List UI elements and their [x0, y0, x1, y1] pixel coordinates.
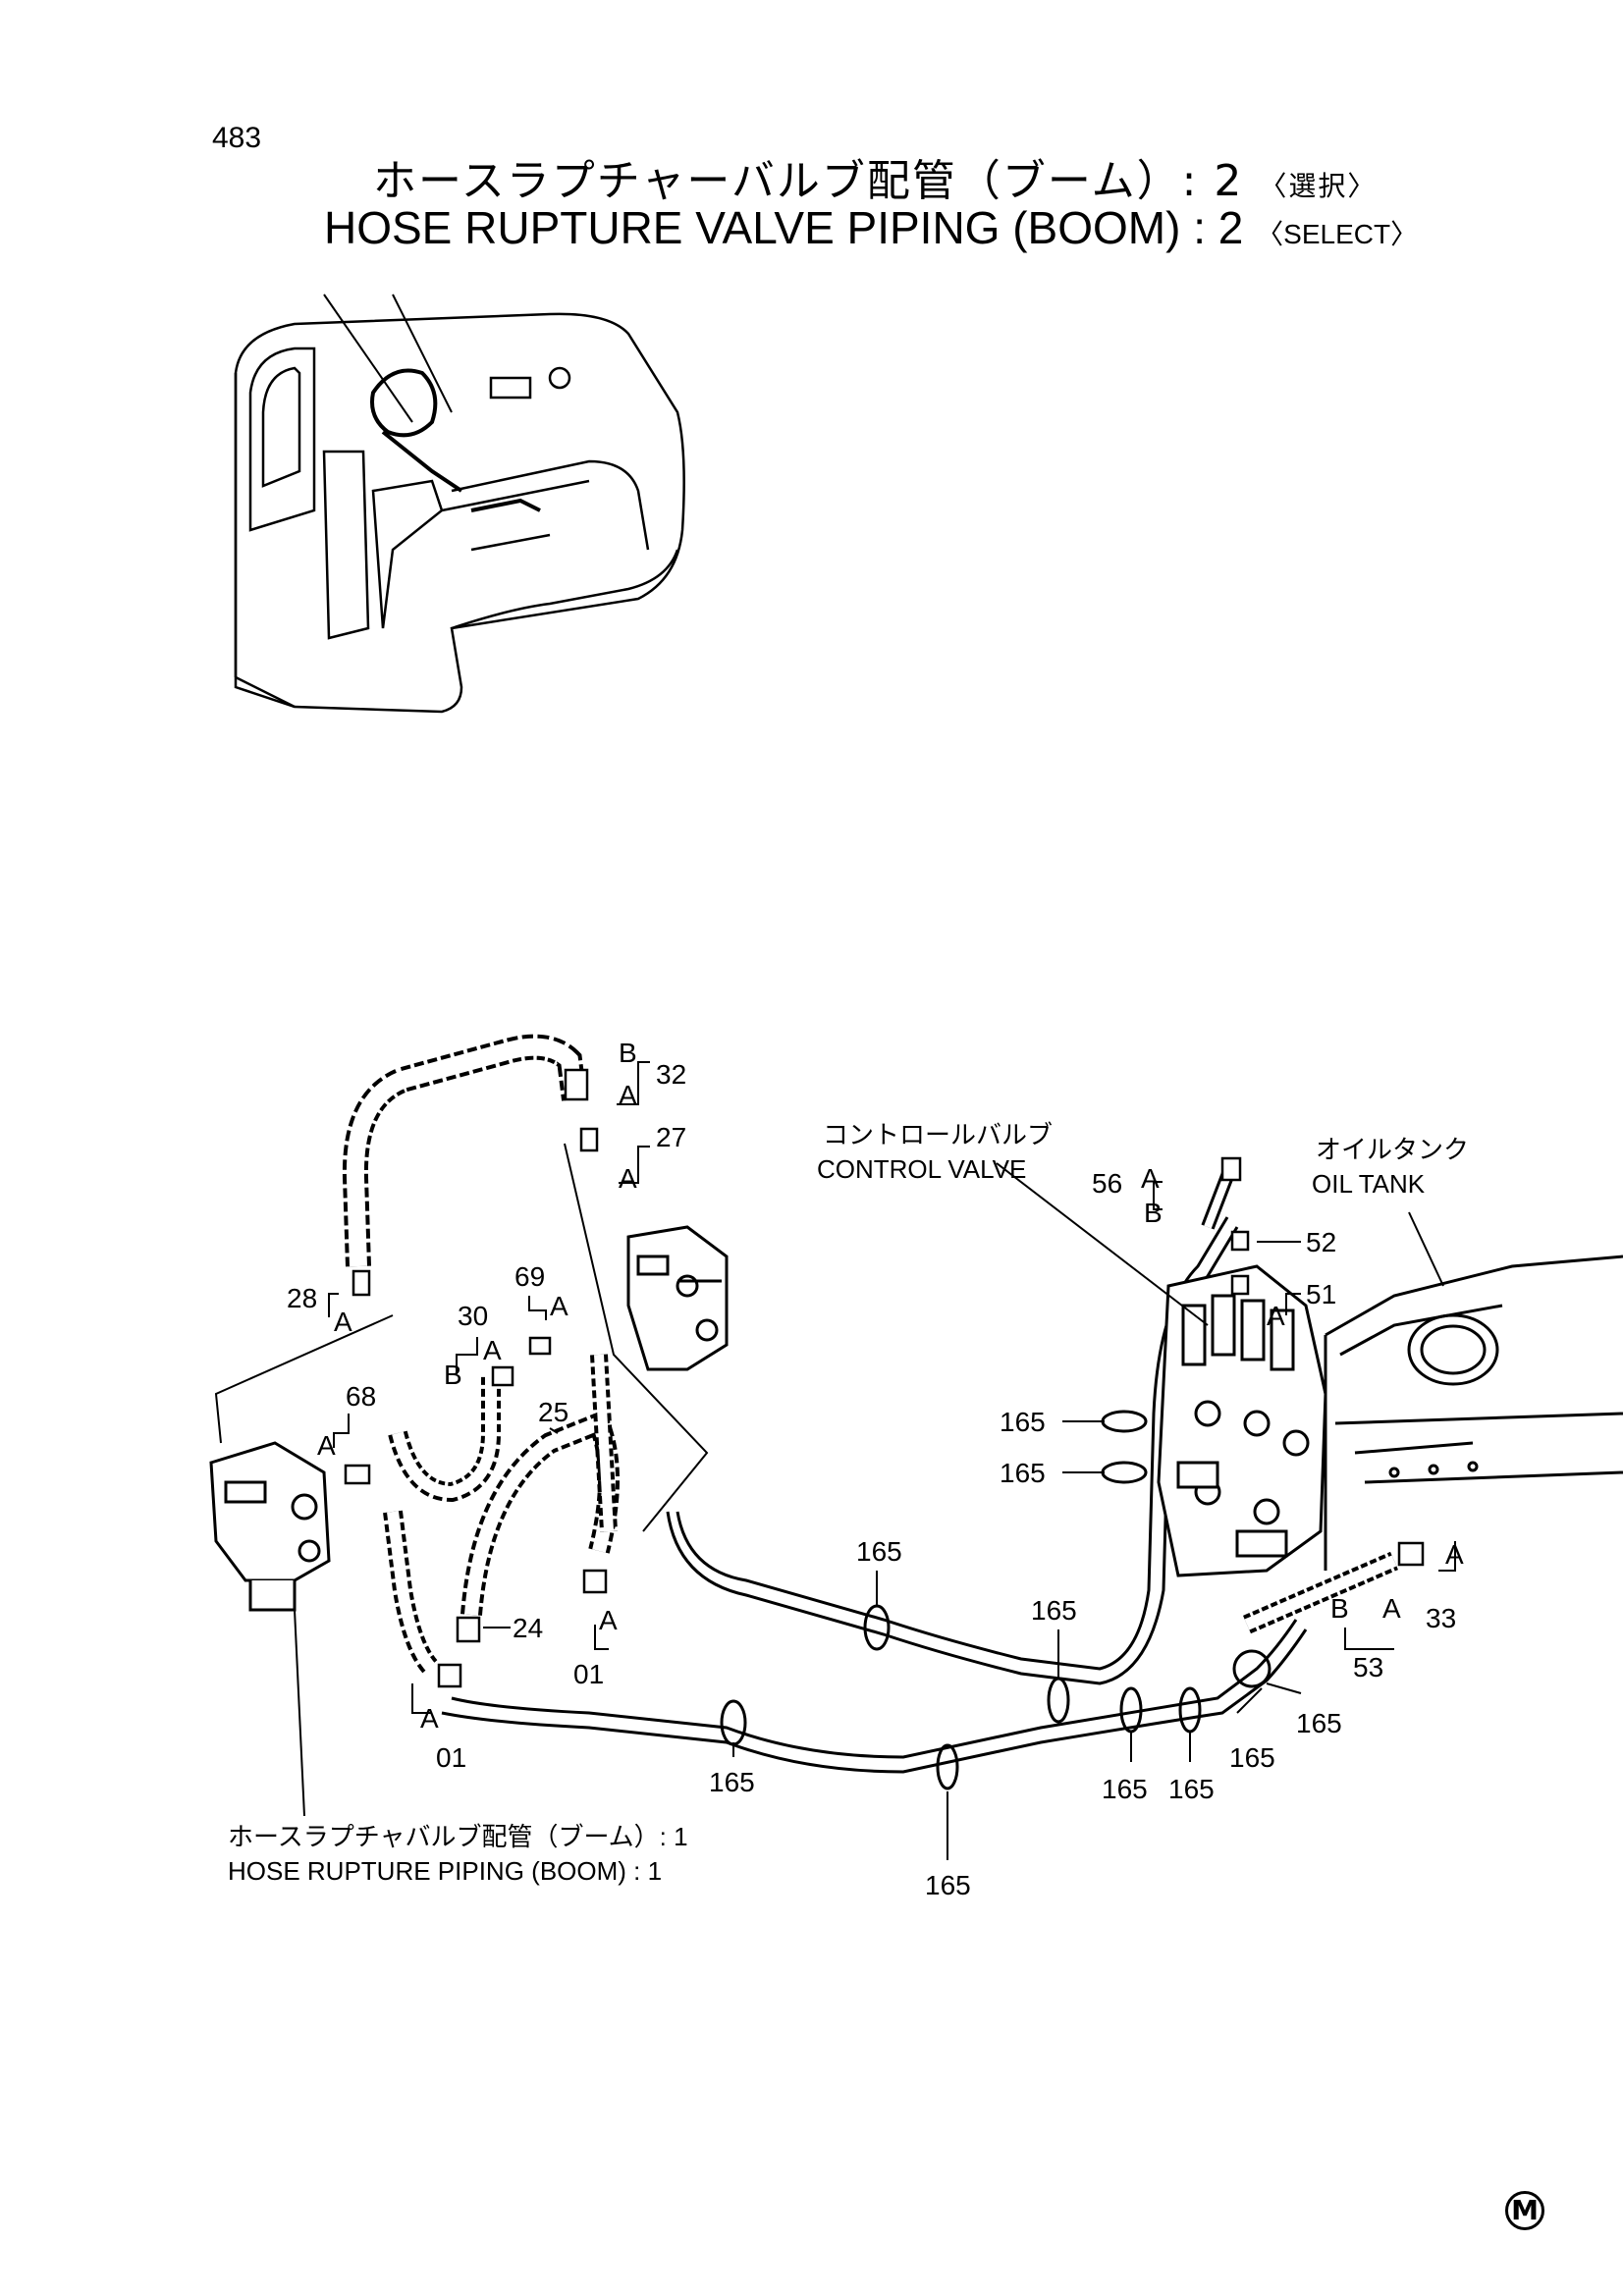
fitting-32-a [564, 1068, 589, 1101]
clamp [936, 1743, 959, 1790]
title-english: HOSE RUPTURE VALVE PIPING (BOOM) : 2 〈SE… [324, 201, 1418, 254]
part-30: 30 [458, 1301, 488, 1331]
hose-rupture-valve-upper [626, 1225, 729, 1371]
part-69: 69 [514, 1261, 545, 1292]
part-165-h: 165 [1168, 1774, 1215, 1804]
letter-b-53: B [1330, 1593, 1349, 1624]
fitting-01-right [582, 1569, 608, 1594]
part-165-g: 165 [1102, 1774, 1148, 1804]
fitting-27 [579, 1127, 599, 1152]
oil-tank-label-en: OIL TANK [1312, 1169, 1426, 1199]
letter-a-28: A [334, 1307, 352, 1337]
part-32: 32 [656, 1059, 686, 1090]
letter-a-01-right: A [599, 1605, 618, 1635]
part-165-d: 165 [1031, 1595, 1077, 1626]
clamp [863, 1604, 891, 1651]
oil-tank-label-jp: オイルタンク [1316, 1135, 1469, 1164]
part-25: 25 [538, 1397, 568, 1427]
fitting-51 [1230, 1274, 1250, 1296]
part-165-c: 165 [856, 1536, 902, 1567]
clamp [1119, 1686, 1143, 1734]
part-53: 53 [1353, 1652, 1383, 1682]
letter-a-53: A [1382, 1593, 1401, 1624]
fitting-69 [528, 1336, 552, 1356]
control-valve-block [1157, 1264, 1327, 1577]
letter-a-33: A [1445, 1539, 1464, 1570]
letter-a-51: A [1267, 1301, 1285, 1331]
clamps [720, 1410, 1271, 1790]
part-56: 56 [1092, 1168, 1122, 1199]
clamp [1101, 1461, 1148, 1484]
letter-a-68: A [317, 1430, 336, 1461]
letter-a-01-left: A [420, 1703, 439, 1734]
letter-b-32: B [619, 1038, 637, 1068]
part-165-e: 165 [1296, 1708, 1342, 1738]
fitting-52 [1230, 1230, 1250, 1252]
fitting-24 [456, 1616, 481, 1643]
title-en-sub: 〈SELECT〉 [1256, 219, 1419, 249]
part-01-left: 01 [436, 1742, 466, 1773]
part-labels: B A 32 27 A 28 A 30 A B 69 A 68 A 25 24 … [287, 1038, 1464, 1900]
page-number: 483 [212, 122, 262, 154]
title-jp-main: ホースラプチャーバルブ配管（ブーム）: 2 [373, 156, 1244, 206]
part-33: 33 [1426, 1603, 1456, 1633]
hose-routing [342, 1034, 1398, 1774]
part-165-a: 165 [1000, 1407, 1046, 1437]
fitting-01-left [437, 1663, 462, 1688]
leader-lines [214, 1061, 1456, 1860]
clamp [720, 1699, 747, 1746]
fitting-68 [344, 1464, 371, 1485]
callouts: コントロールバルブ CONTROL VALVE オイルタンク OIL TANK … [228, 1120, 1469, 1886]
machine-overview-illustration [234, 294, 685, 714]
part-68: 68 [346, 1381, 376, 1412]
control-valve-label-jp: コントロールバルブ [823, 1120, 1053, 1149]
control-valve-label-en: CONTROL VALVE [817, 1154, 1026, 1184]
letter-a-32: A [619, 1080, 637, 1110]
part-01-right: 01 [573, 1659, 604, 1689]
piping1-label-jp: ホースラプチャバルブ配管（ブーム）: 1 [228, 1822, 688, 1851]
part-165-i: 165 [709, 1767, 755, 1797]
fitting-33 [1397, 1541, 1425, 1567]
clamp [1178, 1686, 1202, 1734]
part-51: 51 [1306, 1279, 1336, 1309]
letter-b-56: B [1144, 1198, 1163, 1228]
part-27: 27 [656, 1122, 686, 1152]
letter-b-30: B [444, 1360, 462, 1390]
title-japanese: ホースラプチャーバルブ配管（ブーム）: 2 〈選択〉 [373, 145, 1377, 208]
fitting-28 [352, 1269, 371, 1297]
manufacturer-mark: M [1505, 2191, 1544, 2230]
fittings [344, 1068, 1425, 1688]
part-28: 28 [287, 1283, 317, 1313]
part-24: 24 [513, 1613, 543, 1643]
piping1-label-en: HOSE RUPTURE PIPING (BOOM) : 1 [228, 1856, 662, 1886]
clamp [1101, 1410, 1148, 1433]
title-en-main: HOSE RUPTURE VALVE PIPING (BOOM) : 2 [324, 202, 1244, 253]
part-52: 52 [1306, 1227, 1336, 1257]
oil-tank-outline [1324, 1255, 1623, 1571]
letter-a-69: A [550, 1291, 568, 1321]
hose-rupture-valve-lower [209, 1441, 331, 1612]
clamp [1232, 1649, 1271, 1688]
part-165-f: 165 [1229, 1742, 1275, 1773]
fitting-56 [1220, 1156, 1242, 1182]
part-165-b: 165 [1000, 1458, 1046, 1488]
fitting-30 [491, 1365, 514, 1387]
part-165-j: 165 [925, 1870, 971, 1900]
clamp [1047, 1677, 1070, 1724]
letter-a-27: A [619, 1163, 637, 1194]
title-jp-sub: 〈選択〉 [1259, 170, 1378, 202]
letter-a-56: A [1141, 1163, 1160, 1194]
letter-a-30: A [483, 1335, 502, 1365]
